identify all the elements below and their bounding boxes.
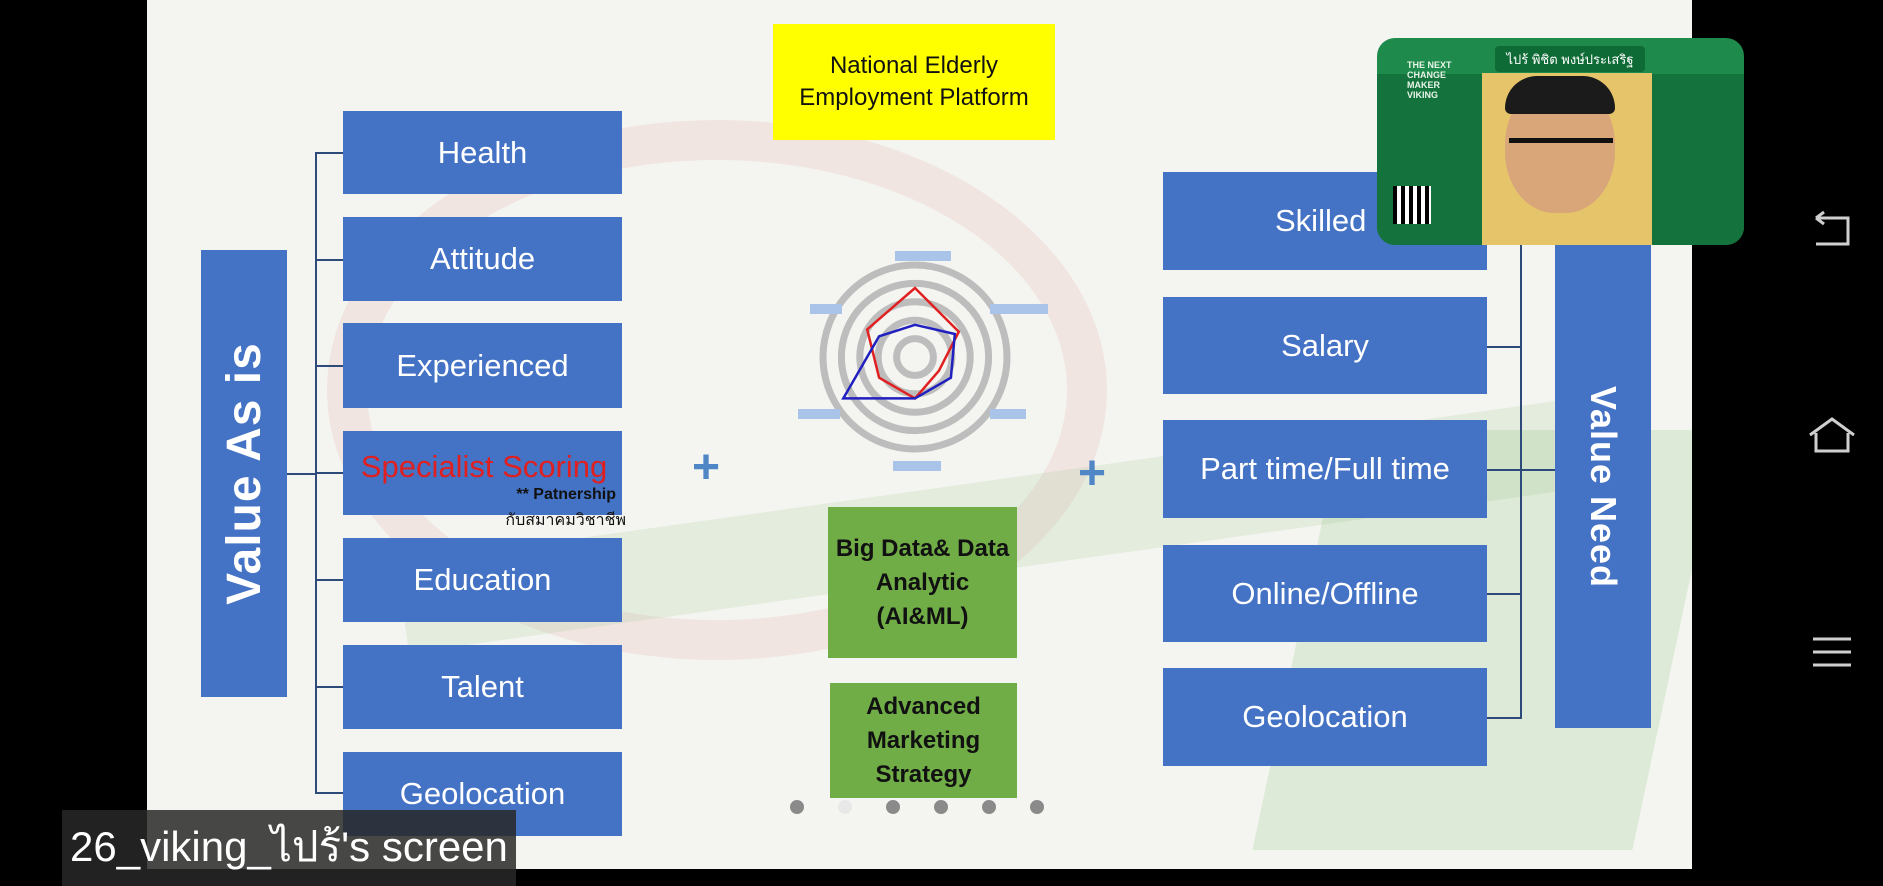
radar-axis-label <box>990 409 1026 419</box>
radar-ring <box>819 261 1011 453</box>
radar-series <box>841 286 961 400</box>
left-item-talent: Talent <box>343 645 622 729</box>
specialist-scoring-text: Specialist Scoring <box>360 449 608 484</box>
right-bracket-connector <box>1520 469 1555 471</box>
presenter-video[interactable]: THE NEXT CHANGE MAKER VIKING ไปร้ พิชิต … <box>1377 38 1744 245</box>
platform-title: National Elderly Employment Platform <box>773 24 1055 140</box>
tick-line <box>315 259 343 261</box>
radar-ring <box>893 335 937 379</box>
left-item-experienced: Experienced <box>343 323 622 408</box>
radar-rings <box>819 261 1011 453</box>
navigation-bar <box>1782 0 1883 869</box>
tick-line <box>315 365 343 367</box>
marketing-strategy-box: Advanced Marketing Strategy <box>830 683 1017 798</box>
specialist-note-thai: กับสมาคมวิชาชีพ <box>505 512 626 529</box>
screen-share-caption: 26_viking_ไปร้'s screen <box>62 810 516 886</box>
right-item-salary: Salary <box>1163 297 1487 394</box>
tick-line <box>315 472 343 474</box>
slide-dot[interactable] <box>838 800 852 814</box>
tick-line <box>1487 717 1522 719</box>
radar-series-line <box>841 323 957 400</box>
radar-ring <box>837 279 993 435</box>
qr-code-icon <box>1393 186 1431 224</box>
tick-line <box>1487 469 1522 471</box>
plus-icon: + <box>692 441 721 494</box>
tick-line <box>315 579 343 581</box>
left-item-health: Health <box>343 111 622 194</box>
big-data-box: Big Data& Data Analytic (AI&ML) <box>828 507 1017 658</box>
tick-line <box>315 152 343 154</box>
left-item-attitude: Attitude <box>343 217 622 301</box>
slide-dot[interactable] <box>790 800 804 814</box>
video-frame <box>1652 74 1744 245</box>
value-need-label: Value Need <box>1555 245 1651 728</box>
left-item-education: Education <box>343 538 622 622</box>
specialist-note: ** Patnership <box>516 486 616 503</box>
slide-dot[interactable] <box>1030 800 1044 814</box>
slide-dot[interactable] <box>982 800 996 814</box>
menu-icon[interactable] <box>1805 625 1859 679</box>
right-item-online-offline: Online/Offline <box>1163 545 1487 642</box>
slide-dot[interactable] <box>934 800 948 814</box>
presenter-name-tag: ไปร้ พิชิต พงษ์ประเสริฐ <box>1495 46 1645 72</box>
left-bracket-connector <box>287 473 317 475</box>
value-as-is-label: Value As is <box>201 250 287 697</box>
slide-dot[interactable] <box>886 800 900 814</box>
radar-axis-label <box>798 409 840 419</box>
radar-axis-label <box>990 304 1048 314</box>
right-item-part-time: Part time/Full time <box>1163 420 1487 518</box>
tick-line <box>1487 593 1522 595</box>
tick-line <box>315 686 343 688</box>
slide-pagination <box>790 800 1044 814</box>
home-icon[interactable] <box>1805 408 1859 462</box>
left-item-specialist-scoring <box>343 431 622 515</box>
event-brand: THE NEXT CHANGE MAKER VIKING <box>1407 60 1452 100</box>
radar-axis-label <box>893 461 941 471</box>
tick-line <box>315 792 343 794</box>
right-item-geolocation: Geolocation <box>1163 668 1487 766</box>
presenter-hair <box>1505 76 1615 114</box>
presenter-glasses <box>1509 138 1613 165</box>
radar-axis-label <box>895 251 951 261</box>
radar-ring <box>856 298 974 416</box>
back-icon[interactable] <box>1805 203 1859 257</box>
radar-chart <box>819 261 1011 453</box>
radar-axis-label <box>810 304 842 314</box>
tick-line <box>1487 346 1522 348</box>
plus-icon: + <box>1078 447 1107 500</box>
